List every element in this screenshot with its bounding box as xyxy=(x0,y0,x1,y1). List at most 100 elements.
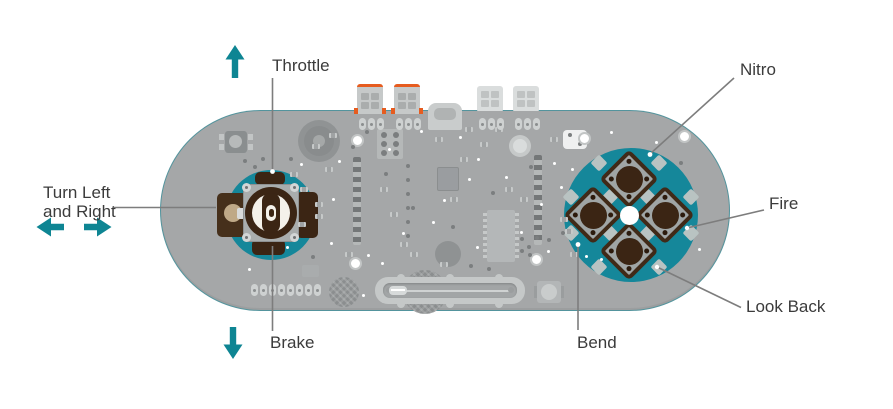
joystick-screw xyxy=(242,183,251,192)
header-strip xyxy=(353,157,361,245)
pcb-pad xyxy=(304,284,312,296)
pcb-detail xyxy=(519,230,523,234)
mounting-hole xyxy=(351,134,364,147)
pcb-detail xyxy=(451,225,455,229)
pcb-pad xyxy=(259,284,267,296)
pcb-detail xyxy=(679,161,683,165)
pcb-pad xyxy=(313,284,321,296)
joystick-screw xyxy=(242,233,251,242)
tact-switch-pad xyxy=(219,144,224,150)
label-nitro: Nitro xyxy=(740,60,776,79)
joystick-knob-center-dot xyxy=(268,209,274,217)
header-strip xyxy=(534,155,542,245)
tact-switch-pad xyxy=(248,144,253,150)
microphone xyxy=(329,277,359,307)
pcb-detail xyxy=(561,231,565,235)
pcb-detail xyxy=(410,251,418,257)
pcb-detail xyxy=(450,196,458,202)
pcb-detail xyxy=(289,157,293,161)
pcb-detail xyxy=(570,167,574,171)
pcb-detail xyxy=(406,164,410,168)
microcontroller-qfp xyxy=(437,167,459,191)
pcb-detail xyxy=(467,177,471,181)
joystick-pot-right xyxy=(296,192,318,238)
soic-pins-right xyxy=(515,213,519,259)
pcb-detail xyxy=(578,142,582,146)
label-turn-line2: and Right xyxy=(43,202,116,221)
joystick-pot-bottom xyxy=(252,239,285,255)
pcb-pad xyxy=(250,284,258,296)
pcb-detail xyxy=(505,186,513,192)
tinkerkit-connector xyxy=(354,84,386,114)
pcb-pad xyxy=(404,118,412,130)
pcb-pad xyxy=(367,118,375,130)
pcb-detail xyxy=(504,175,508,179)
pcb-pad xyxy=(376,118,384,130)
pcb-detail xyxy=(476,157,480,161)
slider-thumb-line xyxy=(391,289,405,291)
pcb-detail xyxy=(552,161,556,165)
pcb-detail xyxy=(329,132,337,138)
label-fire: Fire xyxy=(769,194,799,213)
pcb-pad xyxy=(268,284,276,296)
pcb-detail xyxy=(406,192,410,196)
pcb-detail xyxy=(384,172,388,176)
pcb-detail xyxy=(380,261,384,265)
white-connector xyxy=(513,86,539,111)
pcb-detail xyxy=(568,133,572,137)
pcb-pad xyxy=(523,118,531,130)
pcb-detail xyxy=(345,251,353,257)
pcb-detail xyxy=(654,140,658,144)
joystick-pot-top xyxy=(255,172,285,185)
joystick-screw xyxy=(290,233,299,242)
pcb-pad xyxy=(478,118,486,130)
slider-end xyxy=(508,287,514,293)
pcb-pad xyxy=(487,118,495,130)
label-look-back: Look Back xyxy=(746,297,826,316)
reset-button-cap xyxy=(541,284,557,300)
pcb-detail xyxy=(381,132,387,138)
pcb-detail xyxy=(465,126,473,132)
pcb-detail xyxy=(546,249,550,253)
pcb-detail xyxy=(520,249,524,253)
arrow-down-icon xyxy=(223,327,243,359)
label-turn: Turn Left and Right xyxy=(43,183,116,221)
pcb-detail xyxy=(315,201,323,207)
pcb-detail xyxy=(458,135,462,139)
round-capacitor-top xyxy=(513,139,527,153)
slider-track-line xyxy=(389,290,511,292)
pcb-detail xyxy=(539,202,543,206)
button-bend xyxy=(563,185,623,245)
pcb-detail xyxy=(290,171,298,177)
slider-lug xyxy=(446,300,454,308)
pcb-detail xyxy=(406,234,410,238)
pcb-detail xyxy=(243,159,247,163)
pcb-detail xyxy=(520,196,528,202)
slider-lug xyxy=(397,300,405,308)
label-throttle: Throttle xyxy=(272,56,330,75)
usb-connector xyxy=(428,103,462,130)
button-cap xyxy=(579,201,607,229)
pcb-pad xyxy=(395,118,403,130)
arrow-up-icon xyxy=(225,45,245,78)
pcb-detail xyxy=(406,206,410,210)
pcb-detail xyxy=(299,162,303,166)
pcb-pad xyxy=(295,284,303,296)
reset-button-wing xyxy=(534,286,538,298)
pcb-detail xyxy=(253,165,257,169)
pcb-detail xyxy=(337,159,341,163)
pcb-detail xyxy=(520,237,524,241)
pcb-detail xyxy=(460,156,468,162)
buttons-center-hole xyxy=(619,205,639,225)
pcb-detail xyxy=(570,251,578,257)
pcb-pad xyxy=(358,118,366,130)
pcb-detail xyxy=(380,186,388,192)
joystick-pot-left-tab xyxy=(237,208,247,219)
pcb-detail xyxy=(300,186,308,192)
pcb-detail xyxy=(331,197,335,201)
pcb-detail xyxy=(435,136,443,142)
pcb-detail xyxy=(431,220,435,224)
pcb-detail xyxy=(393,150,399,156)
label-brake: Brake xyxy=(270,333,315,352)
